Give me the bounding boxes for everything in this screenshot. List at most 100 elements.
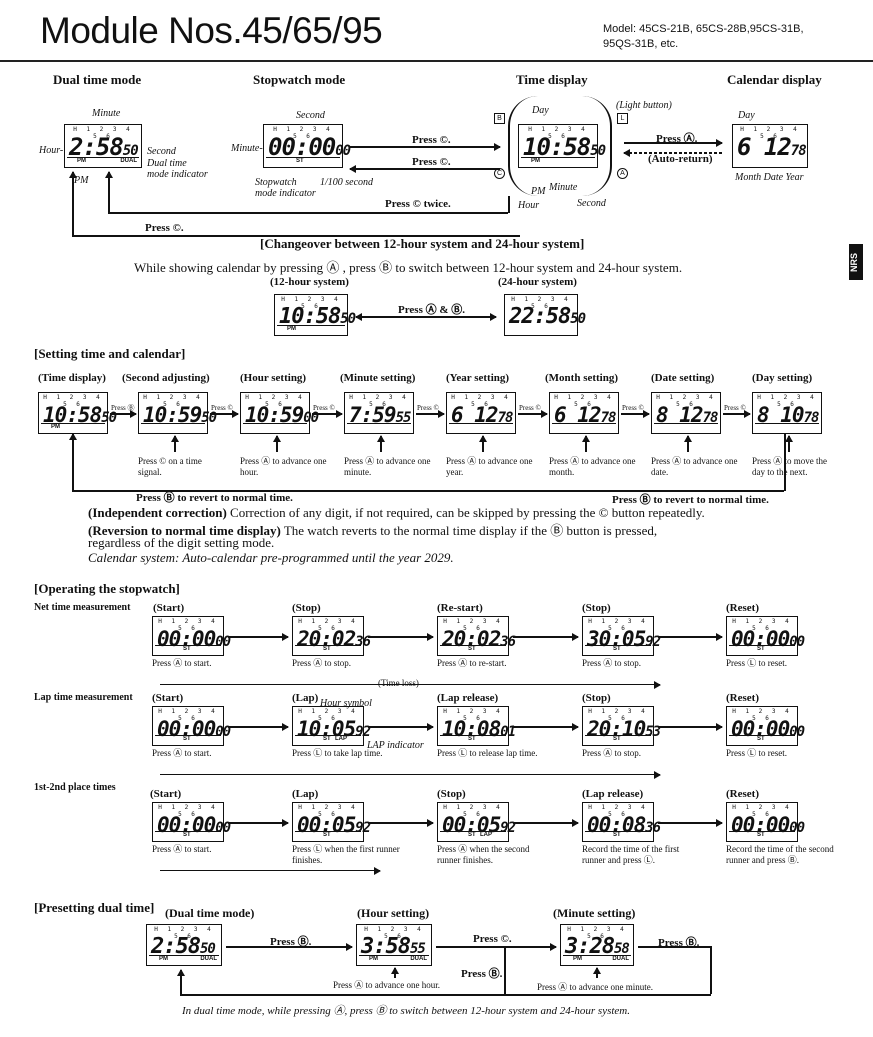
setting-step-press: Press ©: [519, 404, 541, 412]
face-top-row: H 1 2 3 4 5 6: [511, 296, 571, 310]
stopwatch-row-title: Net time measurement: [34, 602, 131, 613]
label-hundredth: 1/100 second: [320, 177, 374, 188]
face-top-row: H 1 2 3 4 5 6: [732, 618, 792, 632]
face-flags: ST: [585, 831, 651, 840]
stopwatch-step-note: Press Ⓐ to stop.: [582, 658, 642, 668]
stopwatch-step-note: Press Ⓐ to start.: [152, 658, 212, 668]
stopwatch-step-label: (Stop): [437, 788, 466, 800]
face-top-row: H 1 2 3 4 5 6: [588, 804, 648, 818]
face-digits: 00:0000: [731, 717, 805, 741]
face-top-row: H 1 2 3 4 5 6: [757, 394, 817, 408]
hour-note-arrow: [391, 967, 398, 978]
presetting-footer: In dual time mode, while pressing Ⓐ, pre…: [182, 1005, 631, 1017]
stopwatch-step-label: (Start): [153, 602, 185, 614]
face-digits: 10:0801: [442, 717, 516, 741]
face-digits: 20:0236: [442, 627, 516, 651]
press-c-2: Press ©.: [412, 156, 451, 168]
press-b2: Press Ⓑ.: [658, 937, 700, 949]
calendar-system: Calendar system: Auto-calendar pre-progr…: [88, 550, 454, 565]
button-l[interactable]: L: [617, 113, 628, 124]
face-top-row: H 1 2 3 4 5 6: [588, 618, 648, 632]
loop-td-down: [508, 196, 510, 213]
stopwatch-step-label: (Re-start): [437, 602, 483, 614]
face-flags: ST: [295, 645, 361, 654]
revert-left: Press Ⓑ to revert to normal time.: [136, 492, 293, 504]
auto-return: (Auto-return): [648, 153, 713, 165]
face-flags: [755, 423, 819, 432]
presetting-heading: [Presetting dual time]: [34, 900, 155, 915]
face-top-row: H 1 2 3 4 5 6: [451, 394, 511, 408]
arrow-td-to-sw: [349, 165, 500, 172]
model-list: Model: 45CS-21B, 65CS-28B,95CS-31B, 95QS…: [603, 22, 863, 52]
face-flags: ST: [729, 645, 795, 654]
stopwatch-step-arrow: [658, 819, 723, 826]
changeover-instruction: While showing calendar by pressing Ⓐ , p…: [134, 260, 683, 275]
label-td-hour: Hour: [518, 200, 540, 211]
stopwatch-step-arrow: [228, 633, 289, 640]
face-top-row: H 1 2 3 4 5 6: [567, 926, 627, 940]
face-top-row: H 1 2 3 4 5 6: [73, 126, 133, 140]
watch-face-stopwatch: H 1 2 3 4 5 6 00:0000 ST: [263, 124, 351, 168]
stopwatch-step-label: (Reset): [726, 788, 759, 800]
watch-face-12h: H 1 2 3 4 5 6 10:5850 PM: [274, 294, 356, 336]
face-top-row: H 1 2 3 4 5 6: [732, 804, 792, 818]
face-flags: ST: [585, 645, 651, 654]
time-loss: (Time loss): [378, 678, 419, 688]
face-digits: 00:0000: [157, 813, 231, 837]
time-display-heading: Time display: [516, 72, 588, 87]
button-c[interactable]: C: [494, 168, 505, 179]
stopwatch-row-title: 1st-2nd place times: [34, 782, 116, 793]
arrow-hour-to-minute: [436, 943, 557, 950]
face-flags: ST: [440, 735, 506, 744]
setting-step-note: Press Ⓐ to advance one month.: [549, 456, 636, 477]
face-flags: [552, 423, 616, 432]
stopwatch-step-note: Press Ⓛ to release lap time.: [437, 748, 538, 758]
label-sw-minute: Minute-: [231, 143, 263, 154]
loop-bottom-line: [72, 235, 520, 237]
stopwatch-step-note: Press Ⓐ to re-start.: [437, 658, 507, 668]
button-b[interactable]: B: [494, 113, 505, 124]
stopwatch-step-label: (Start): [152, 692, 184, 704]
label-minute: Minute: [92, 108, 121, 119]
stopwatch-step-label: (Stop): [582, 692, 611, 704]
face-digits: 2:5850: [69, 133, 139, 161]
label-month-date-year: Month Date Year: [735, 172, 804, 183]
face-digits: 00:0592: [442, 813, 516, 837]
press-b3: Press Ⓑ.: [461, 968, 503, 980]
model-line-1: Model: 45CS-21B, 65CS-28B,95CS-31B,: [603, 23, 804, 35]
face-top-row: H 1 2 3 4 5 6: [43, 394, 103, 408]
face-top-row: H 1 2 3 4 5 6: [298, 708, 358, 722]
face-flags: ST: [440, 645, 506, 654]
label-td-minute: Minute: [549, 182, 578, 193]
face-flags: PM: [41, 423, 105, 432]
label-cal-day: Day: [738, 110, 755, 121]
setting-step-label: (Month setting): [545, 372, 619, 384]
setting-step-arrow: [312, 410, 343, 417]
stopwatch-step-arrow: [228, 723, 289, 730]
face-flags: ST: [155, 831, 221, 840]
stopwatch-timeline: [160, 771, 661, 779]
face-digits: 3:2858: [565, 934, 630, 959]
label-12-hour: (12-hour system): [270, 276, 349, 288]
stopwatch-step-note: Press Ⓛ to reset.: [726, 658, 787, 668]
setting-note-arrow: [171, 435, 178, 452]
stopwatch-step-label: (Lap): [292, 692, 319, 704]
label-td-second: Second: [577, 198, 606, 209]
button-a[interactable]: A: [617, 168, 628, 179]
arrow-12-to-24: [356, 313, 497, 320]
label-td-pm: PM: [531, 186, 546, 197]
preset-return-up: [177, 969, 184, 994]
label-pm: PM: [74, 175, 89, 186]
